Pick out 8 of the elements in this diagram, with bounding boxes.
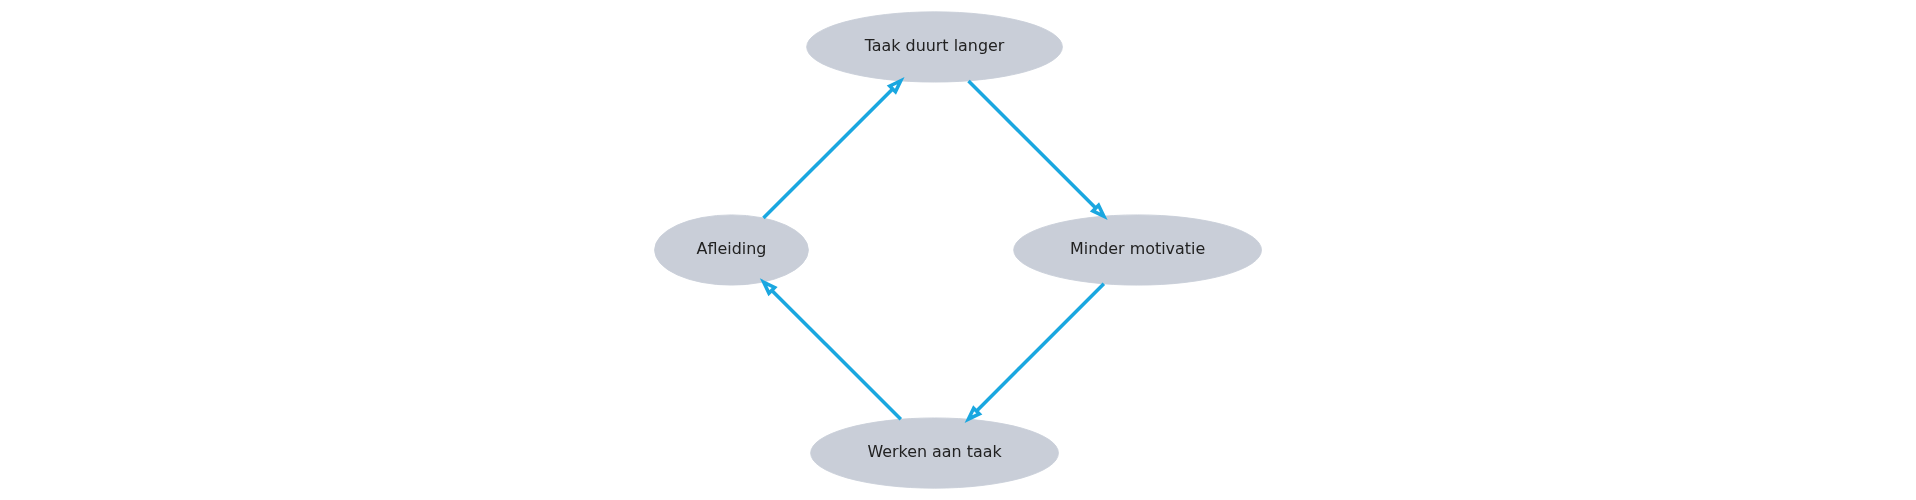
- arrow: [964, 282, 1106, 423]
- arrow: [762, 76, 905, 220]
- arrow: [967, 79, 1108, 221]
- node-ellipse: Minder motivatie: [1013, 214, 1262, 286]
- node-ellipse: Afleiding: [654, 214, 809, 286]
- node-ellipse: Taak duurt langer: [806, 11, 1063, 83]
- arrow: [759, 278, 903, 421]
- node-ellipse: Werken aan taak: [810, 417, 1059, 489]
